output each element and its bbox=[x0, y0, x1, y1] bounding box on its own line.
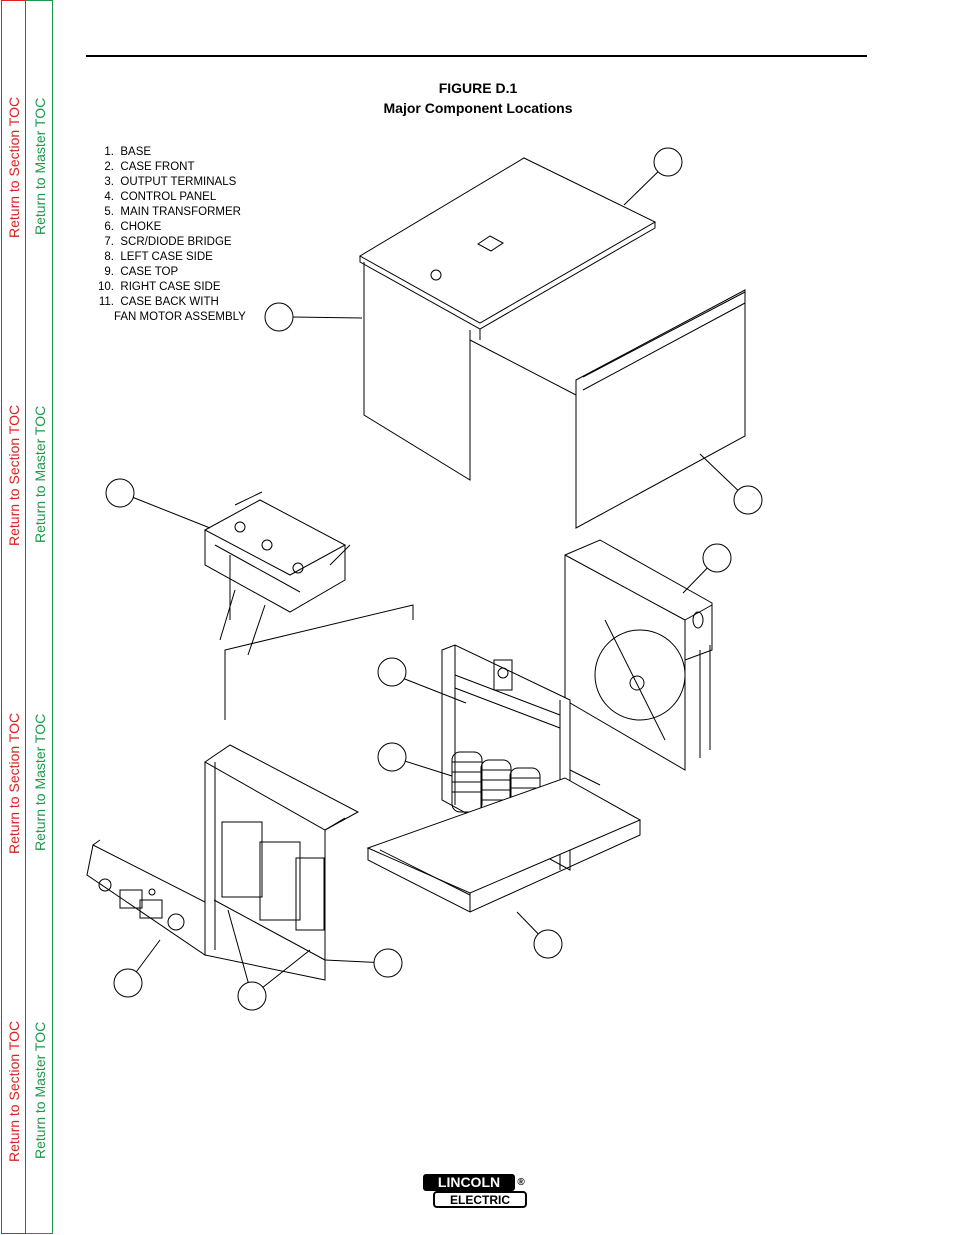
header-rule bbox=[86, 55, 867, 57]
scr-diode-bridge-drawing bbox=[203, 491, 414, 720]
sidebar-section-toc-border bbox=[1, 0, 26, 1234]
svg-text:LINCOLN: LINCOLN bbox=[438, 1174, 500, 1190]
case-top-drawing bbox=[359, 157, 657, 481]
svg-text:®: ® bbox=[517, 1177, 525, 1188]
right-case-side-drawing bbox=[469, 289, 746, 529]
case-front-drawing bbox=[204, 744, 360, 981]
legend-item: 6. CHOKE bbox=[104, 221, 162, 233]
legend-item: 5. MAIN TRANSFORMER bbox=[104, 206, 241, 218]
component-legend: 1. BASE 2. CASE FRONT 3. OUTPUT TERMINAL… bbox=[84, 145, 246, 325]
legend-item: 7. SCR/DIODE BRIDGE bbox=[104, 236, 232, 248]
legend-item: 9. CASE TOP bbox=[104, 266, 179, 278]
figure-subtitle: Major Component Locations bbox=[383, 100, 573, 116]
legend-item: 11. CASE BACK WITH bbox=[98, 296, 219, 308]
legend-item: 1. BASE bbox=[104, 146, 152, 158]
sidebar-master-toc-border bbox=[26, 0, 53, 1234]
control-panel-drawing bbox=[86, 839, 206, 956]
legend-item: 2. CASE FRONT bbox=[104, 161, 195, 173]
legend-item-continuation: FAN MOTOR ASSEMBLY bbox=[114, 311, 246, 323]
legend-item: 4. CONTROL PANEL bbox=[104, 191, 217, 203]
svg-text:ELECTRIC: ELECTRIC bbox=[450, 1193, 510, 1207]
legend-item: 8. LEFT CASE SIDE bbox=[104, 251, 213, 263]
base-drawing bbox=[366, 777, 642, 913]
callout-circles bbox=[105, 147, 763, 1011]
case-back-fan-drawing bbox=[564, 539, 713, 771]
figure-title: FIGURE D.1 bbox=[438, 80, 518, 96]
lincoln-electric-logo: LINCOLN ® ELECTRIC bbox=[423, 1174, 527, 1208]
legend-item: 3. OUTPUT TERMINALS bbox=[104, 176, 237, 188]
legend-item: 10. RIGHT CASE SIDE bbox=[98, 281, 221, 293]
